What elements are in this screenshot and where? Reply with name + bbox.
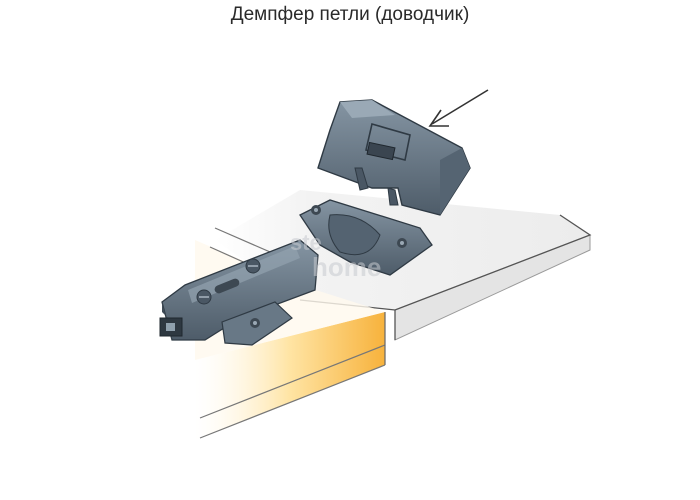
watermark-line1: ste <box>290 230 322 255</box>
arm-slot <box>214 278 240 294</box>
door-edge-face <box>195 312 385 440</box>
door-line-4 <box>199 364 386 439</box>
watermark-line2: home <box>312 252 381 282</box>
damper-latch <box>366 141 396 161</box>
diagram-title: Демпфер петли (доводчик) <box>230 4 470 25</box>
insertion-arrow-icon <box>428 89 489 127</box>
door-line-3 <box>199 344 386 419</box>
hinge-cup-plate <box>299 199 433 276</box>
hinge-arm <box>159 239 319 346</box>
damper-unit <box>317 99 471 216</box>
